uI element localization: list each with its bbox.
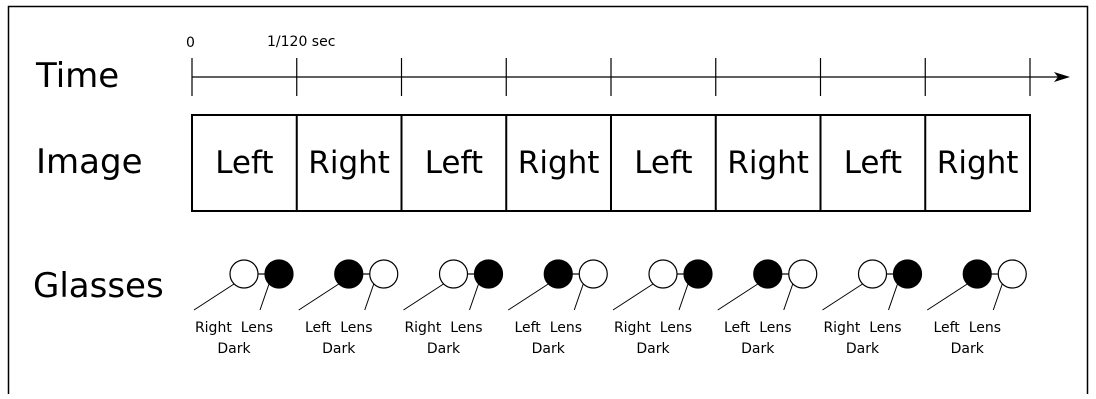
outer-frame bbox=[7, 5, 1089, 394]
leader-line bbox=[259, 283, 270, 311]
left-lens-clear bbox=[857, 259, 888, 289]
leader-line bbox=[717, 283, 759, 311]
glasses-caption-line2: Dark bbox=[532, 341, 566, 357]
glasses-caption-line2: Dark bbox=[951, 341, 985, 357]
left-lens-clear bbox=[438, 259, 469, 289]
glasses-caption-line2: Dark bbox=[636, 341, 670, 357]
image-frames: Left Right Left Right Left Right Left Right bbox=[191, 114, 1031, 212]
frame-label: Right bbox=[518, 145, 600, 181]
timeline-ticks bbox=[191, 58, 1031, 96]
right-lens-clear bbox=[788, 259, 818, 289]
right-lens-clear bbox=[997, 259, 1027, 289]
frame-label: Right bbox=[727, 145, 809, 181]
leader-line bbox=[298, 283, 340, 311]
leader-line bbox=[193, 283, 235, 311]
row-label-glasses: Glasses bbox=[33, 266, 164, 306]
leader-line bbox=[678, 283, 689, 311]
leader-line bbox=[888, 283, 898, 311]
frame-label: Left bbox=[844, 145, 902, 181]
glasses-caption-line2: Dark bbox=[427, 341, 461, 357]
right-lens-dark bbox=[683, 259, 713, 289]
leader-line bbox=[822, 283, 863, 311]
leader-line bbox=[469, 283, 479, 311]
right-lens-clear bbox=[578, 259, 608, 289]
glasses-caption-line2: Dark bbox=[741, 341, 775, 357]
left-lens-clear bbox=[648, 259, 678, 289]
glasses-caption-line1: Right Lens bbox=[614, 320, 692, 336]
glasses-caption-line1: Right Lens bbox=[823, 320, 901, 336]
glasses-caption-line2: Dark bbox=[846, 341, 880, 357]
glasses-caption-line2: Dark bbox=[217, 341, 251, 357]
glasses-caption-line1: Right Lens bbox=[195, 320, 273, 336]
leader-line bbox=[364, 283, 375, 311]
timeline: 0 1/120 sec bbox=[186, 34, 1070, 82]
glasses-caption-line2: Dark bbox=[322, 341, 356, 357]
leader-line bbox=[612, 283, 654, 311]
leader-line bbox=[783, 283, 794, 311]
frame-label: Right bbox=[308, 145, 390, 181]
leader-line bbox=[403, 283, 444, 311]
glasses-caption-line1: Left Lens bbox=[724, 320, 792, 336]
left-lens-dark bbox=[334, 259, 364, 289]
left-lens-dark bbox=[543, 259, 573, 289]
right-lens-clear bbox=[369, 259, 399, 289]
frame-label: Left bbox=[425, 145, 483, 181]
right-lens-dark bbox=[892, 259, 923, 289]
left-lens-dark bbox=[962, 259, 992, 289]
time-axis-arrowhead bbox=[1054, 72, 1070, 82]
leader-line bbox=[926, 283, 968, 311]
left-lens-dark bbox=[753, 259, 783, 289]
right-lens-dark bbox=[473, 259, 504, 289]
row-label-image: Image bbox=[36, 142, 142, 182]
glasses-caption-line1: Left Lens bbox=[305, 320, 373, 336]
row-label-time: Time bbox=[35, 56, 119, 96]
glasses-caption-line1: Left Lens bbox=[514, 320, 582, 336]
glasses-caption-line1: Left Lens bbox=[933, 320, 1001, 336]
leader-line bbox=[573, 283, 584, 311]
tick-label-frame-period: 1/120 sec bbox=[267, 34, 335, 50]
left-lens-clear bbox=[229, 259, 259, 289]
tick-label-zero: 0 bbox=[186, 35, 195, 51]
leader-line bbox=[507, 283, 549, 311]
frame-label: Left bbox=[634, 145, 692, 181]
glasses-caption-line1: Right Lens bbox=[404, 320, 482, 336]
frame-label: Right bbox=[937, 145, 1019, 181]
frame-label: Left bbox=[215, 145, 273, 181]
right-lens-dark bbox=[264, 259, 294, 289]
leader-line bbox=[992, 283, 1003, 311]
